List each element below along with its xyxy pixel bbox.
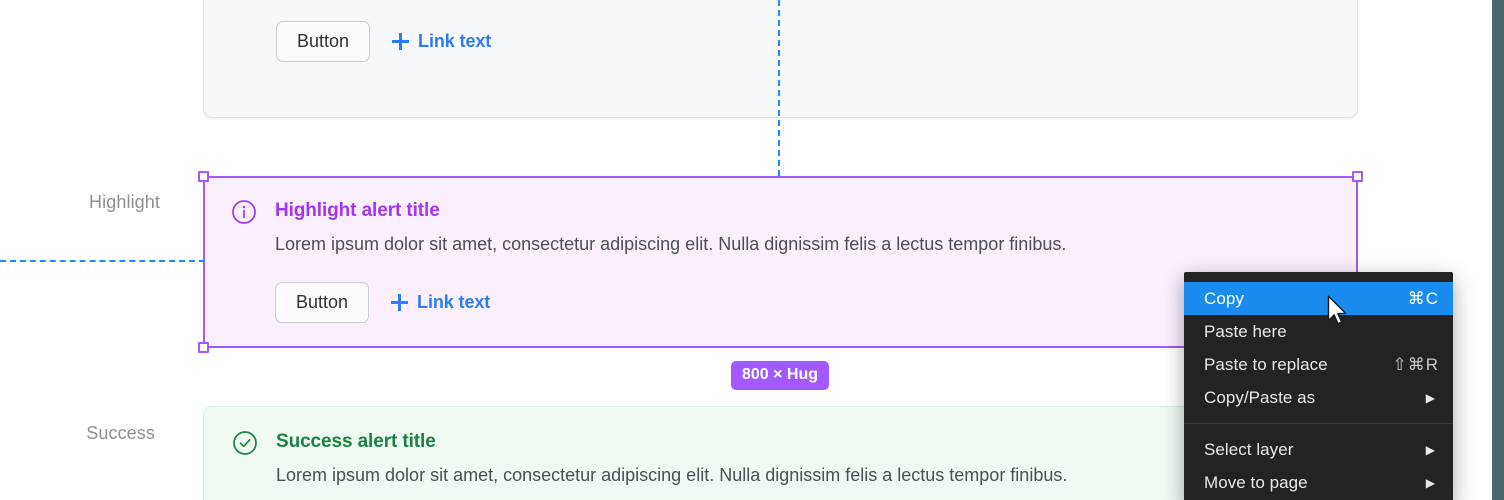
menu-item-move-to-page[interactable]: Move to page ▶ xyxy=(1184,466,1453,499)
chevron-right-icon: ▶ xyxy=(1425,475,1435,490)
alert-link-label: Link text xyxy=(418,31,492,51)
plus-icon xyxy=(392,33,410,50)
alert-actions: Button Link text xyxy=(275,282,1330,323)
chevron-right-icon: ▶ xyxy=(1425,442,1435,457)
smart-guide-vertical xyxy=(778,0,780,176)
alert-card-highlight[interactable]: Highlight alert title Lorem ipsum dolor … xyxy=(203,176,1358,348)
selection-size-badge: 800 × Hug xyxy=(731,361,830,390)
alert-description: Lorem ipsum dolor sit amet, consectetur … xyxy=(276,465,1068,485)
info-circle-icon xyxy=(231,199,257,225)
right-panel-edge xyxy=(1492,0,1504,500)
alert-title: Success alert title xyxy=(276,431,436,452)
menu-item-label: Paste here xyxy=(1204,321,1287,341)
alert-description: Lorem ipsum dolor sit amet, consectetur … xyxy=(275,234,1067,254)
alert-title: Highlight alert title xyxy=(275,200,440,221)
chevron-right-icon: ▶ xyxy=(1425,390,1435,405)
menu-item-shortcut: ⇧⌘R xyxy=(1392,354,1439,374)
smart-guide-horizontal xyxy=(0,260,205,262)
menu-item-paste-here[interactable]: Paste here xyxy=(1184,315,1453,348)
menu-item-label: Copy xyxy=(1204,288,1244,308)
plus-icon xyxy=(391,294,409,311)
menu-item-label: Move to page xyxy=(1204,472,1308,492)
alert-card-neutral[interactable]: Lorem ipsum dolor sit amet, consectetur … xyxy=(203,0,1358,118)
alert-button[interactable]: Button xyxy=(276,21,371,62)
row-label-highlight: Highlight xyxy=(89,192,160,212)
row-label-success: Success xyxy=(86,423,155,443)
alert-link-label: Link text xyxy=(417,292,491,312)
context-menu[interactable]: Copy ⌘C Paste here Paste to replace ⇧⌘R … xyxy=(1184,272,1453,500)
menu-item-copy-paste-as[interactable]: Copy/Paste as ▶ xyxy=(1184,381,1453,414)
alert-card-success[interactable]: Success alert title Lorem ipsum dolor si… xyxy=(203,406,1358,500)
alert-actions: Button Link text xyxy=(276,21,1329,62)
menu-item-label: Copy/Paste as xyxy=(1204,387,1316,407)
alert-link[interactable]: Link text xyxy=(392,31,491,52)
menu-item-select-layer[interactable]: Select layer ▶ xyxy=(1184,433,1453,466)
menu-item-paste-to-replace[interactable]: Paste to replace ⇧⌘R xyxy=(1184,348,1453,381)
menu-item-copy[interactable]: Copy ⌘C xyxy=(1184,282,1453,315)
menu-item-label: Select layer xyxy=(1204,439,1294,459)
alert-link[interactable]: Link text xyxy=(391,292,490,313)
menu-separator xyxy=(1184,423,1453,424)
alert-button[interactable]: Button xyxy=(275,282,370,323)
check-circle-icon xyxy=(232,430,258,456)
menu-item-shortcut: ⌘C xyxy=(1407,288,1439,308)
menu-item-label: Paste to replace xyxy=(1204,354,1328,374)
